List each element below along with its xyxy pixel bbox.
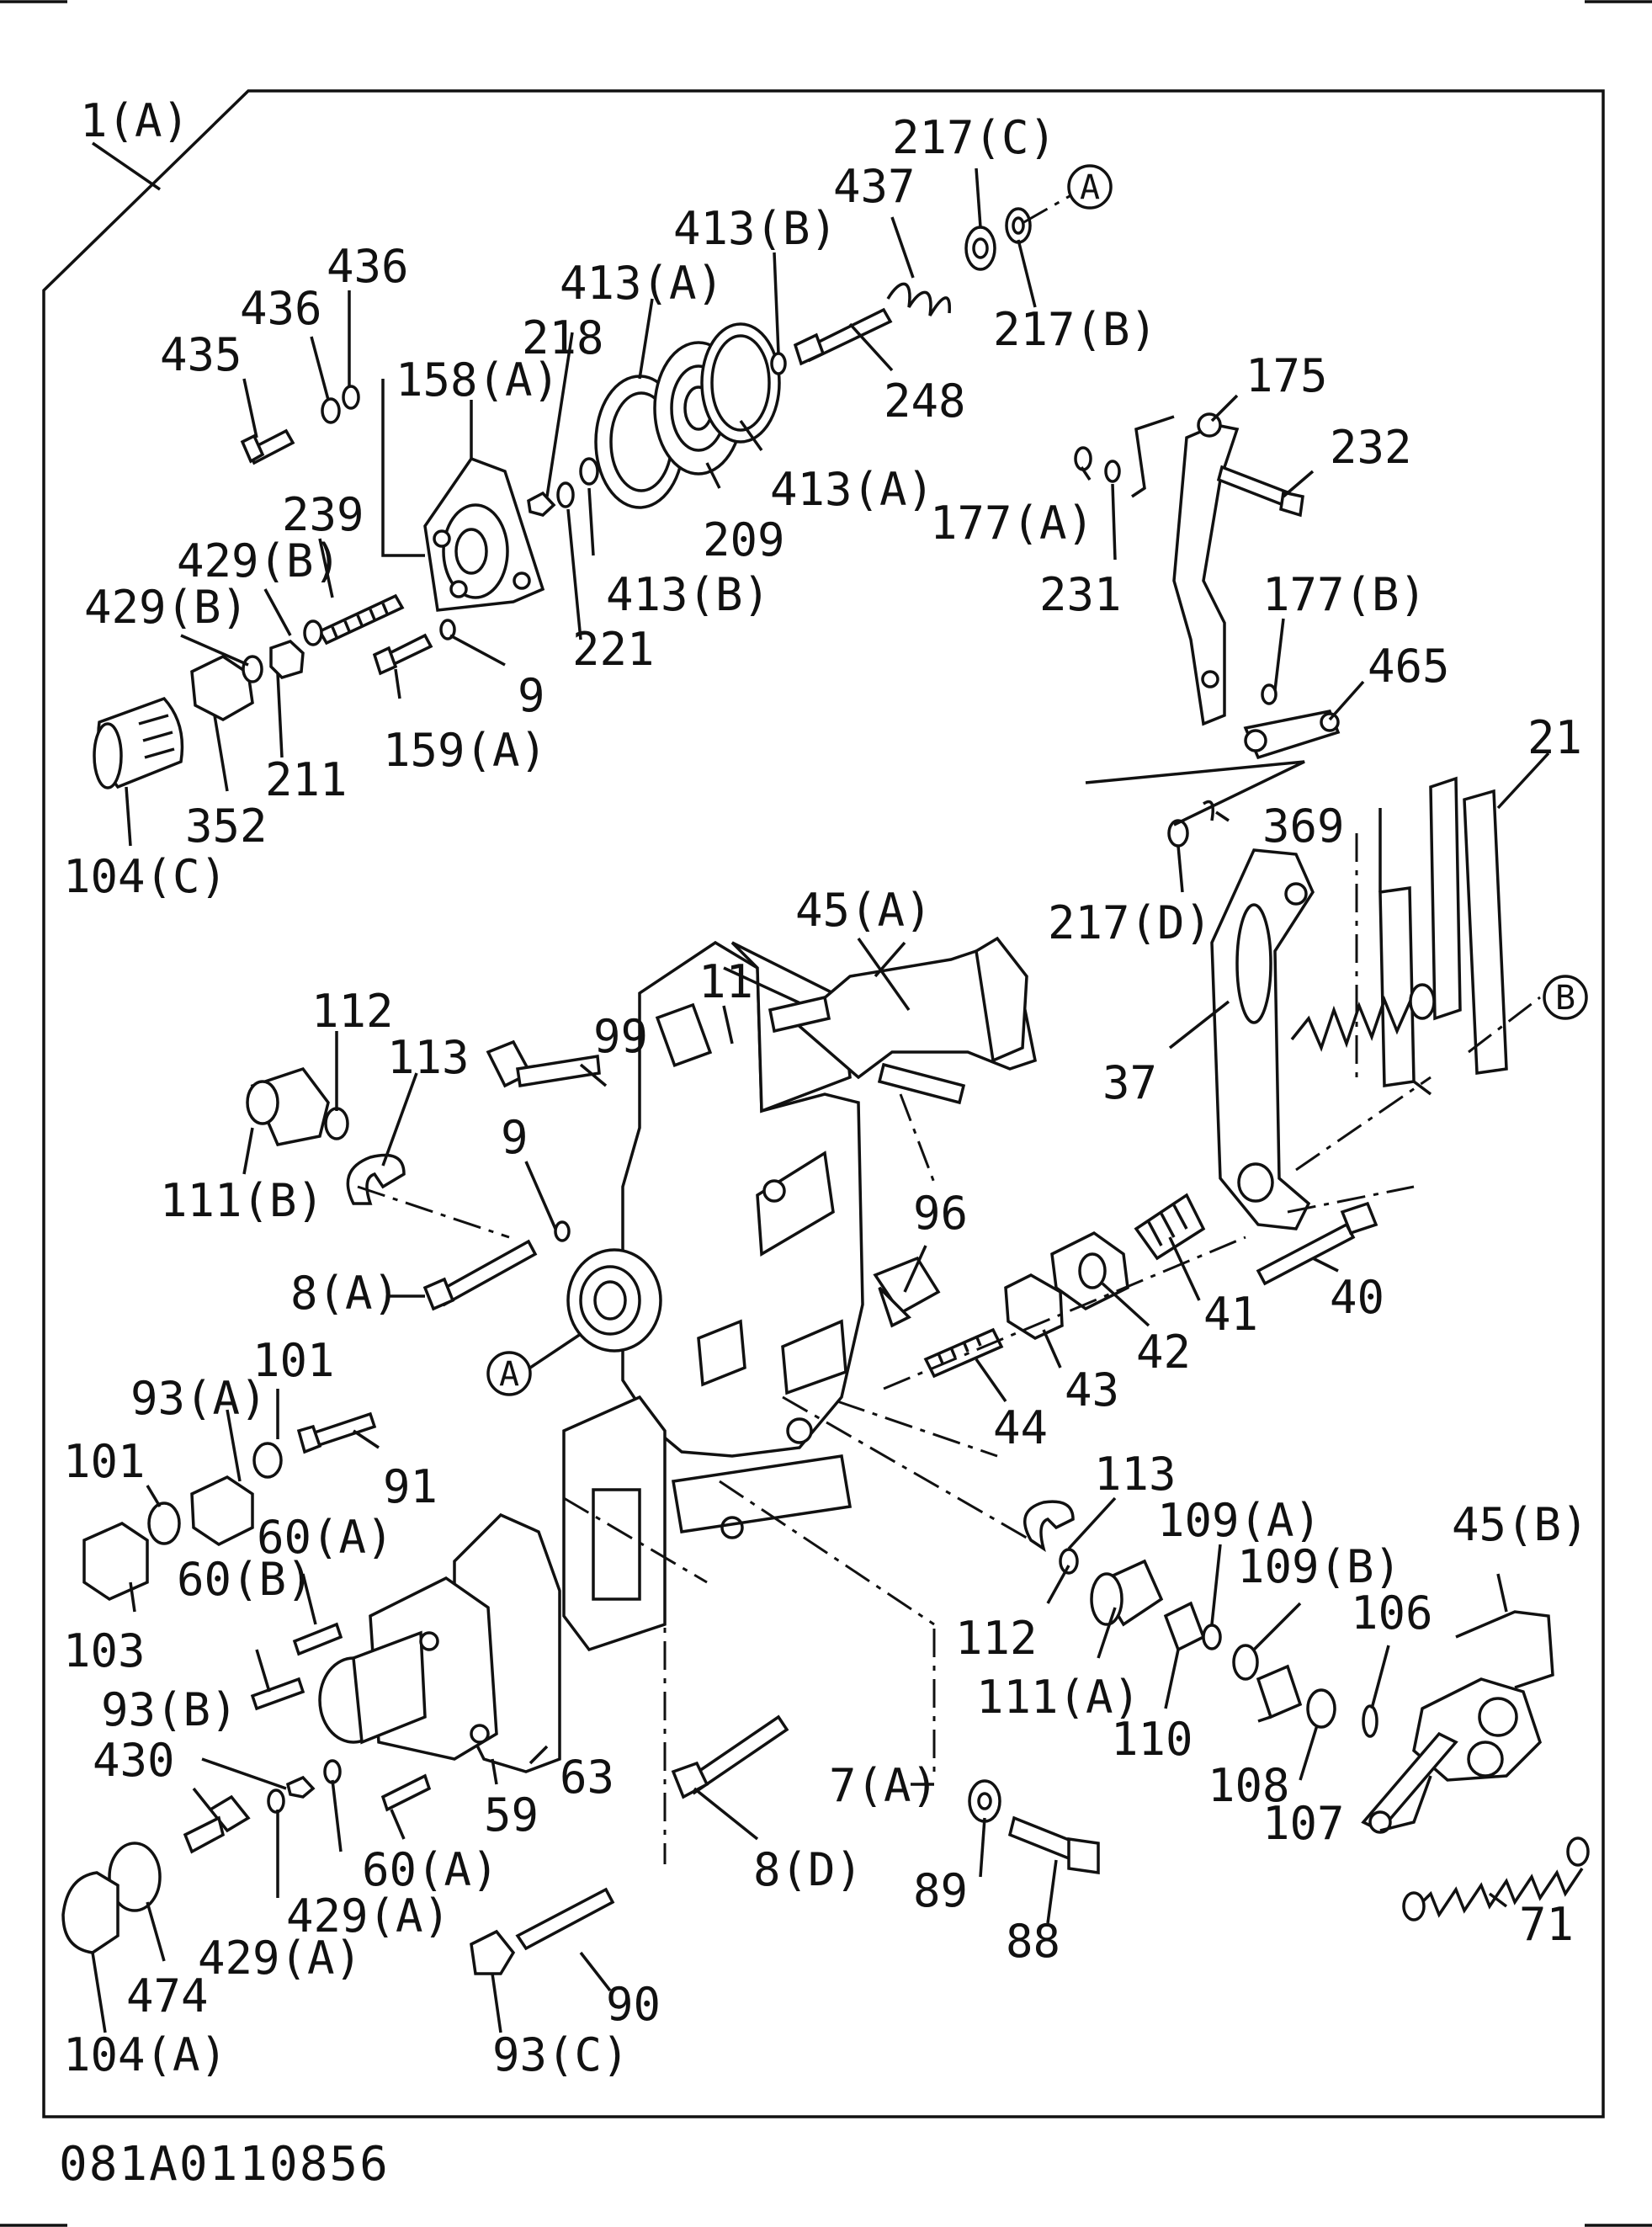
part-labels: 1(A) 217(C) 437 413(B) 436 436 435 413(A… (59, 94, 1589, 2192)
part-label: 112 (955, 1612, 1038, 1665)
part-label: 91 (383, 1460, 438, 1513)
part-label: 429(B) (177, 534, 341, 587)
part-label: 106 (1351, 1587, 1433, 1640)
lever-group (1074, 412, 1508, 1230)
part-label: 159(A) (383, 724, 547, 777)
part-label: 436 (240, 282, 322, 335)
part-label: 9 (501, 1111, 529, 1164)
part-label: 108 (1208, 1759, 1290, 1812)
part-label: 239 (282, 488, 364, 541)
part-label: 104(A) (63, 2028, 227, 2081)
part-label: 436 (327, 240, 409, 293)
part-label: 104(C) (63, 850, 227, 903)
part-label: 218 (522, 311, 604, 364)
part-label: 8(D) (753, 1843, 863, 1896)
part-label: 369 (1262, 800, 1345, 853)
part-label: 37 (1102, 1056, 1157, 1109)
part-label: 437 (833, 160, 916, 213)
part-label: 88 (1006, 1915, 1060, 1968)
part-label: 474 (126, 1969, 209, 2022)
part-label: 211 (265, 753, 348, 806)
part-label: 217(B) (993, 303, 1157, 356)
part-label: 21 (1527, 711, 1582, 764)
part-label: 435 (160, 328, 242, 381)
part-label: 413(B) (606, 568, 770, 621)
part-label: 101 (252, 1334, 335, 1387)
part-label: 413(A) (770, 463, 934, 516)
part-label: 158(A) (396, 353, 560, 407)
part-label: 42 (1136, 1326, 1191, 1379)
part-label: 107 (1262, 1797, 1345, 1850)
adjuster-group-left (61, 1039, 789, 1975)
reference-marks: A B A (486, 164, 1588, 1396)
part-label: 413(B) (673, 202, 837, 255)
centerlines (357, 188, 1541, 1864)
part-label: 221 (572, 623, 655, 676)
part-label: 429(A) (198, 1932, 362, 1985)
part-label: 60(A) (257, 1511, 394, 1564)
part-label: 93(A) (130, 1372, 268, 1425)
part-label: 43 (1065, 1363, 1119, 1416)
ref-mark-b: B (1555, 979, 1575, 1018)
part-label: 63 (560, 1751, 614, 1804)
ref-mark-a-top: A (1080, 168, 1100, 207)
part-label: 177(A) (930, 497, 1094, 550)
assembly-frame (42, 89, 1605, 2118)
part-label: 60(B) (177, 1553, 314, 1606)
part-label: 89 (913, 1864, 968, 1917)
part-label: 7(A) (829, 1759, 938, 1812)
assembly-label: 1(A) (80, 94, 189, 147)
part-label: 248 (884, 375, 966, 428)
part-label: 99 (593, 1010, 648, 1063)
drawing-code: 081A0110856 (59, 2137, 390, 2192)
part-label: 111(B) (160, 1174, 324, 1227)
part-label: 103 (63, 1624, 146, 1677)
arm-45a (768, 936, 1038, 1105)
part-label: 413(A) (560, 257, 724, 310)
part-label: 40 (1330, 1271, 1384, 1324)
part-label: 112 (311, 985, 394, 1038)
part-label: 93(B) (101, 1683, 238, 1736)
part-label: 8(A) (290, 1267, 400, 1320)
part-label: 109(B) (1237, 1540, 1401, 1593)
part-label: 45(A) (795, 884, 932, 937)
arm-45b (1361, 1610, 1590, 1921)
part-label: 465 (1368, 640, 1450, 693)
part-label: 113 (387, 1031, 470, 1084)
cover-group (93, 207, 1032, 789)
part-label: 96 (913, 1187, 968, 1240)
part-label: 217(D) (1048, 896, 1212, 949)
part-label: 352 (185, 800, 268, 853)
part-label: 209 (703, 513, 785, 566)
part-label: 44 (993, 1401, 1048, 1454)
part-label: 177(B) (1262, 568, 1426, 621)
part-label: 175 (1246, 349, 1328, 402)
part-label: 113 (1094, 1448, 1177, 1501)
part-label: 60(A) (362, 1843, 499, 1896)
part-label: 111(A) (976, 1671, 1140, 1724)
part-label: 232 (1330, 421, 1412, 474)
part-label: 90 (606, 1978, 661, 2031)
part-label: 93(C) (492, 2028, 629, 2081)
part-label: 430 (93, 1734, 175, 1787)
leader-lines (91, 167, 1550, 2033)
part-label: 429(B) (84, 581, 248, 634)
part-label: 109(A) (1157, 1494, 1321, 1547)
part-label: 41 (1203, 1288, 1258, 1341)
part-label: 217(C) (892, 111, 1056, 164)
ref-mark-a-housing: A (499, 1355, 519, 1394)
part-label: 110 (1111, 1713, 1193, 1766)
part-label: 45(B) (1452, 1498, 1589, 1551)
part-label: 59 (484, 1789, 539, 1842)
part-label: 11 (699, 955, 753, 1008)
part-label: 71 (1519, 1898, 1574, 1951)
part-label: 101 (63, 1435, 146, 1488)
part-label: 429(A) (286, 1889, 450, 1943)
part-label: 231 (1039, 568, 1122, 621)
part-label: 9 (518, 669, 545, 722)
